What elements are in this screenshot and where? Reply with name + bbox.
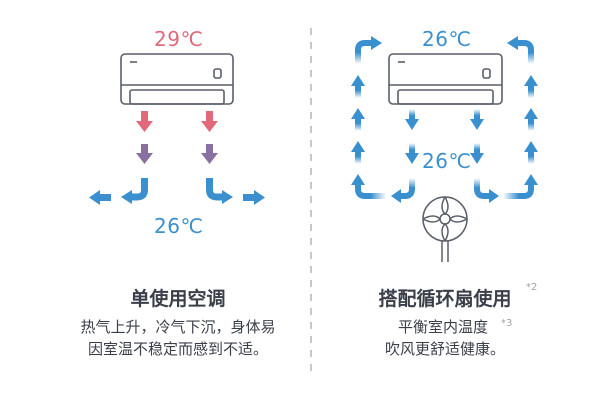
room-temperature-label: 26℃	[422, 27, 472, 51]
room-temperature-label: 26℃	[422, 149, 472, 173]
arrow-down-icon	[405, 143, 419, 164]
panel-title: 单使用空调	[130, 288, 226, 310]
curved-arrow-icon	[507, 36, 534, 64]
footnote-marker: *3	[501, 318, 513, 329]
description-line: 因室温不稳定而感到不适。	[87, 340, 268, 358]
arrow-left-icon	[89, 190, 111, 205]
air-conditioner-icon	[388, 53, 503, 105]
arrow-down-icon	[405, 109, 419, 130]
curved-arrow-icon	[355, 36, 382, 64]
arrow-right-icon	[243, 190, 265, 205]
cool-temperature-label: 26℃	[154, 214, 204, 238]
curved-arrow-icon	[391, 178, 415, 203]
description-line: 热气上升，冷气下沉，身体易	[80, 318, 276, 336]
arrow-up-icon	[524, 108, 538, 131]
hot-air-arrow-right	[201, 111, 218, 132]
arrow-down-icon	[470, 109, 484, 130]
arrow-up-icon	[351, 108, 365, 131]
circulation-fan-icon	[422, 196, 468, 262]
arrow-up-icon	[524, 141, 538, 164]
description-line: 平衡室内温度	[397, 318, 488, 336]
panel-description: 热气上升，冷气下沉，身体易 因室温不稳定而感到不适。	[60, 316, 296, 360]
arrow-down-icon	[470, 143, 484, 164]
curved-arrow-icon	[503, 174, 538, 199]
air-conditioner-icon	[120, 53, 234, 105]
hot-temperature-label: 29℃	[154, 27, 204, 51]
curved-arrow-icon	[351, 174, 386, 199]
arrow-up-icon	[351, 141, 365, 164]
arrow-up-icon	[351, 75, 365, 98]
panel-title: 搭配循环扇使用	[378, 288, 512, 310]
mixed-air-arrow-left	[136, 144, 153, 164]
mixed-air-arrow-right	[201, 144, 218, 164]
curved-arrow-icon	[121, 178, 148, 204]
curved-arrow-icon	[206, 178, 233, 204]
hot-air-arrow-left	[136, 111, 153, 132]
description-line: 吹风更舒适健康。	[384, 340, 505, 358]
footnote-marker: *2	[526, 282, 538, 293]
curved-arrow-icon	[474, 178, 499, 203]
arrow-up-icon	[524, 75, 538, 98]
